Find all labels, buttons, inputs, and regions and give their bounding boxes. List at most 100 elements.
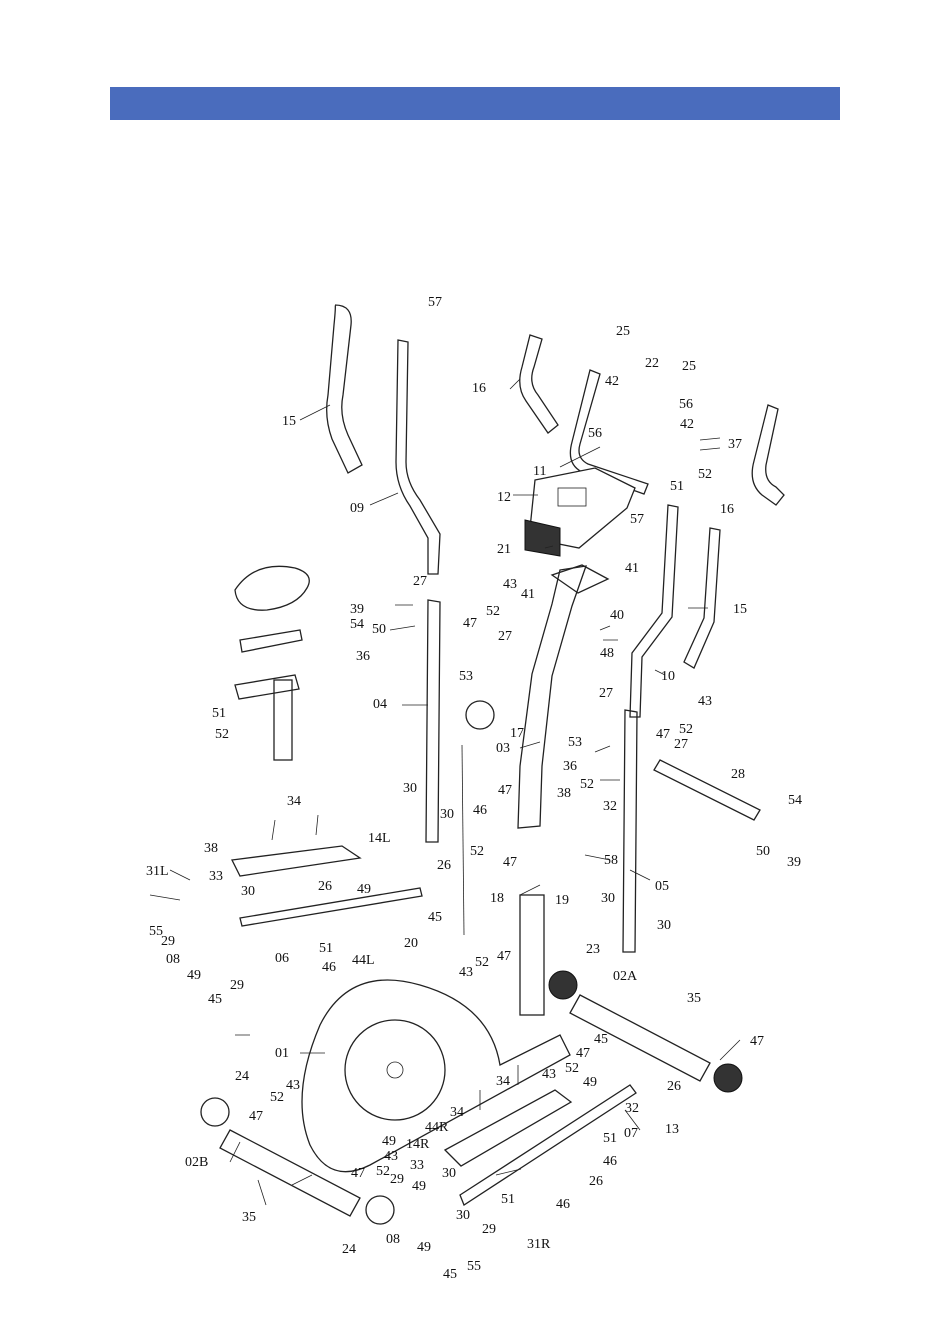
part-label: 51 — [501, 1192, 515, 1207]
part-label: 32 — [625, 1101, 639, 1116]
pipe-10 — [629, 504, 679, 718]
part-labels: 57 25 22 25 16 42 56 42 56 37 15 09 11 5… — [146, 295, 802, 1282]
pedal-14L — [231, 845, 362, 877]
frame-01 — [301, 979, 571, 1173]
part-label: 56 — [588, 426, 602, 441]
part-label: 24 — [342, 1242, 356, 1257]
part-label: 52 — [475, 955, 489, 970]
part-label: 43 — [286, 1078, 300, 1093]
console-grille — [524, 519, 561, 557]
part-label: 51 — [603, 1131, 617, 1146]
seat-carriage — [234, 674, 300, 700]
part-label: 16 — [472, 381, 486, 396]
end-cap-23-right — [713, 1063, 743, 1093]
part-label: 52 — [470, 844, 484, 859]
pipe-04 — [425, 599, 441, 843]
flywheel — [344, 1019, 446, 1121]
part-label: 57 — [428, 295, 442, 310]
part-label: 34 — [287, 794, 301, 809]
part-label: 43 — [542, 1067, 556, 1082]
part-label: 42 — [605, 374, 619, 389]
part-label: 25 — [616, 324, 630, 339]
header-banner — [110, 87, 840, 120]
part-label: 49 — [417, 1240, 431, 1255]
part-label: 52 — [698, 467, 712, 482]
part-label: 38 — [557, 786, 571, 801]
console-display — [557, 487, 587, 507]
part-label: 51 — [212, 706, 226, 721]
part-label: 28 — [731, 767, 745, 782]
part-label: 15 — [733, 602, 747, 617]
part-label: 30 — [442, 1166, 456, 1181]
part-label: 47 — [750, 1034, 764, 1049]
part-label: 55 — [467, 1259, 481, 1274]
part-label: 30 — [403, 781, 417, 796]
part-label: 26 — [318, 879, 332, 894]
console-bracket-41 — [550, 564, 610, 594]
axle-28 — [653, 759, 761, 821]
part-label: 16 — [720, 502, 734, 517]
part-label: 34 — [496, 1074, 510, 1089]
part-label: 19 — [555, 893, 569, 908]
part-label: 05 — [655, 879, 669, 894]
part-label: 03 — [496, 741, 510, 756]
part-label: 46 — [322, 960, 336, 975]
part-label: 30 — [601, 891, 615, 906]
part-label: 49 — [187, 968, 201, 983]
part-label: 17 — [510, 726, 524, 741]
part-label: 08 — [166, 952, 180, 967]
handle-15-left — [326, 304, 363, 474]
part-label: 36 — [563, 759, 577, 774]
part-label: 47 — [576, 1046, 590, 1061]
part-label: 31R — [527, 1237, 551, 1252]
part-label: 26 — [437, 858, 451, 873]
stabilizer-02B — [219, 1129, 361, 1217]
part-label: 47 — [498, 783, 512, 798]
part-label: 47 — [656, 727, 670, 742]
part-label: 57 — [630, 512, 644, 527]
upright-03 — [517, 565, 587, 829]
part-label: 53 — [568, 735, 582, 750]
tension-knob-17 — [465, 700, 495, 730]
part-label: 32 — [603, 799, 617, 814]
part-label: 14R — [406, 1137, 430, 1152]
part-label: 31L — [146, 864, 169, 879]
part-label: 52 — [376, 1164, 390, 1179]
part-label: 56 — [679, 397, 693, 412]
part-label: 49 — [412, 1179, 426, 1194]
seat-post — [273, 679, 293, 761]
part-label: 27 — [413, 574, 427, 589]
pipe-09 — [395, 339, 441, 575]
part-label: 45 — [208, 992, 222, 1007]
part-label: 52 — [565, 1061, 579, 1076]
part-label: 45 — [443, 1267, 457, 1282]
end-cap-23-left — [548, 970, 578, 1000]
part-label: 47 — [503, 855, 517, 870]
part-label: 22 — [645, 356, 659, 371]
rail-07 — [459, 1084, 637, 1206]
part-label: 29 — [230, 978, 244, 993]
part-label: 27 — [498, 629, 512, 644]
part-label: 30 — [241, 884, 255, 899]
part-label: 43 — [384, 1149, 398, 1164]
part-label: 18 — [490, 891, 504, 906]
part-label: 52 — [486, 604, 500, 619]
part-label: 50 — [372, 622, 386, 637]
part-label: 35 — [242, 1210, 256, 1225]
part-label: 38 — [204, 841, 218, 856]
part-label: 25 — [682, 359, 696, 374]
rail-06 — [239, 887, 423, 927]
stabilizer-02A — [569, 994, 711, 1082]
part-label: 37 — [728, 437, 742, 452]
part-label: 06 — [275, 951, 289, 966]
part-label: 52 — [215, 727, 229, 742]
part-label: 09 — [350, 501, 364, 516]
end-cap-24-right — [365, 1195, 395, 1225]
part-label: 47 — [249, 1109, 263, 1124]
part-label: 04 — [373, 697, 387, 712]
part-label: 29 — [482, 1222, 496, 1237]
part-label: 14L — [368, 831, 391, 846]
part-label: 26 — [589, 1174, 603, 1189]
handle-bar-11 — [569, 369, 649, 495]
